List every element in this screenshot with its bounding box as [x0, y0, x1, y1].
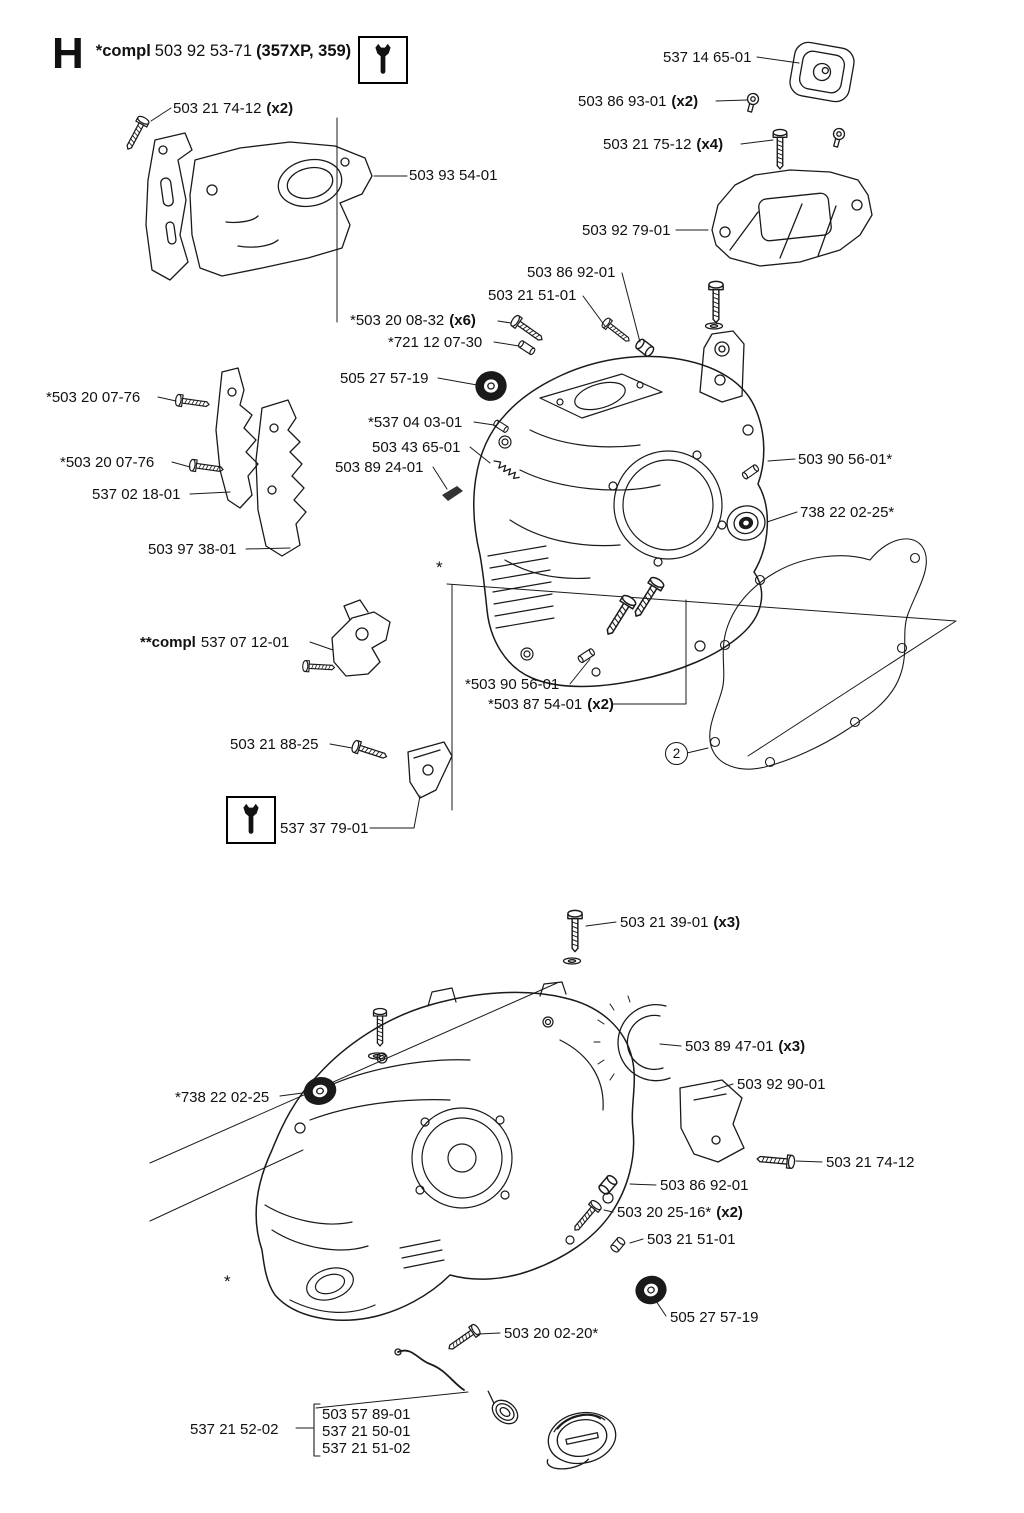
- part-label: 738 22 02-25*: [800, 504, 895, 521]
- asterisk-marker: *: [224, 1272, 231, 1291]
- part-label: 503 43 65-01: [372, 439, 461, 456]
- section-letter: H: [52, 29, 84, 78]
- part-label: 537 14 65-01: [663, 49, 752, 66]
- part-label: 503 21 51-01: [488, 287, 577, 304]
- starter-pawl-clamp: [593, 995, 671, 1082]
- tool-required-box: [226, 796, 276, 844]
- part-label: 503 89 47-01(x3): [685, 1038, 806, 1055]
- part-label: *503 20 07-76: [46, 389, 141, 406]
- wrench-icon: [375, 43, 391, 74]
- model-names: (357XP, 359): [256, 42, 352, 60]
- leader-lines: [150, 56, 823, 1429]
- part-label: *738 22 02-25: [175, 1089, 270, 1106]
- part-label: 503 86 93-01(x2): [578, 93, 699, 110]
- part-label: 503 90 56-01*: [798, 451, 893, 468]
- part-label: 503 21 74-12: [826, 1154, 915, 1171]
- compl-prefix: *compl: [95, 42, 151, 60]
- assembly-part-number: 503 92 53-71: [154, 42, 253, 60]
- side-cover-plate: [679, 1079, 745, 1163]
- part-label: 503 21 88-25: [230, 736, 319, 753]
- part-label: 503 86 92-01: [527, 264, 616, 281]
- part-label: 503 21 74-12(x2): [173, 100, 294, 117]
- part-label: 503 20 02-20*: [504, 1325, 599, 1342]
- top-cover-assembly: [699, 41, 873, 403]
- part-label: 503 97 38-01: [148, 541, 237, 558]
- part-label: 503 92 90-01: [737, 1076, 826, 1093]
- tool-required-box: [358, 36, 408, 84]
- part-label: 503 21 75-12(x4): [603, 136, 724, 153]
- part-label: 537 21 50-01: [322, 1423, 411, 1440]
- part-label: 503 21 39-01(x3): [620, 914, 741, 931]
- part-label: *503 20 08-32(x6): [350, 312, 476, 329]
- mounting-plate: [407, 741, 453, 799]
- wrench-icon: [243, 803, 259, 834]
- part-label: 503 93 54-01: [409, 167, 498, 184]
- crankcase-left-half: [255, 981, 636, 1321]
- part-label: *537 04 03-01: [368, 414, 463, 431]
- part-label: 503 21 51-01: [647, 1231, 736, 1248]
- part-label: *721 12 07-30: [388, 334, 483, 351]
- part-label: *503 87 54-01(x2): [488, 696, 614, 713]
- gasket-quantity-callout: 2: [665, 742, 688, 765]
- part-label: 503 86 92-01: [660, 1177, 749, 1194]
- felling-dog-plates: [215, 367, 307, 557]
- part-label: 537 02 18-01: [92, 486, 181, 503]
- part-label: *503 90 56-01: [465, 676, 560, 693]
- part-label: 537 21 52-02: [190, 1421, 279, 1438]
- part-label: 505 27 57-19: [340, 370, 429, 387]
- part-label: 503 89 24-01: [335, 459, 424, 476]
- crankcase-right-half: [473, 355, 768, 688]
- fasteners-upper: [121, 114, 667, 764]
- part-label: 503 57 89-01: [322, 1406, 411, 1423]
- gasket-outline: [686, 538, 927, 770]
- part-label: 503 92 79-01: [582, 222, 671, 239]
- chain-catcher-assembly: [301, 599, 391, 677]
- oil-cap-assembly: [313, 1348, 617, 1470]
- part-label: 505 27 57-19: [670, 1309, 759, 1326]
- part-label: 503 20 25-16*(x2): [617, 1204, 743, 1221]
- construction-lines: [149, 117, 957, 1222]
- clutch-cover-plates: [145, 132, 373, 281]
- part-label: 537 37 79-01: [280, 820, 369, 837]
- asterisk-marker: *: [436, 558, 443, 577]
- fasteners-lower: [300, 909, 796, 1355]
- part-label: 537 21 51-02: [322, 1440, 411, 1457]
- part-label: *503 20 07-76: [60, 454, 155, 471]
- bearings-and-seals-upper: [472, 368, 766, 541]
